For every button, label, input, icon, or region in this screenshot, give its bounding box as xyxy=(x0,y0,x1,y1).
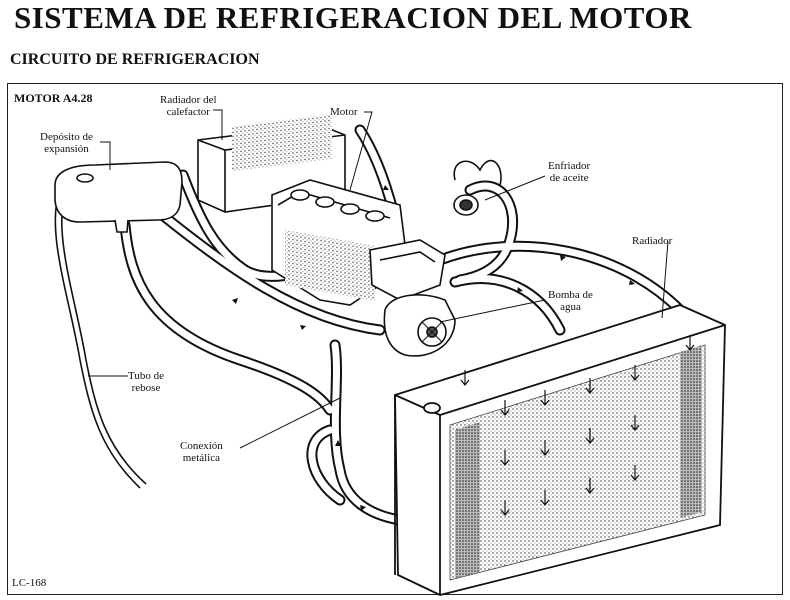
label-water-pump: Bomba de agua xyxy=(548,289,593,313)
label-oil-cooler-line2: de aceite xyxy=(549,172,589,184)
expansion-tank xyxy=(54,161,183,233)
label-metal-connection-line1: Conexión xyxy=(180,440,223,452)
label-metal-connection-line2: metálica xyxy=(182,452,221,464)
engine-block xyxy=(271,179,446,306)
figure-code: LC-168 xyxy=(12,577,47,589)
label-water-pump-line1: Bomba de xyxy=(548,289,593,301)
oil-cooler xyxy=(453,159,502,216)
label-heater-radiator-line1: Radiador del xyxy=(160,94,217,106)
page-subtitle: CIRCUITO DE REFRIGERACION xyxy=(10,51,260,68)
radiator-flow-arrows xyxy=(460,335,695,516)
label-oil-cooler: Enfriador de aceite xyxy=(548,160,590,184)
engine-model-label: MOTOR A4.28 xyxy=(14,91,93,105)
label-expansion-tank-line2: expansión xyxy=(44,143,89,155)
label-engine: Motor xyxy=(330,106,358,118)
leader-lines xyxy=(88,109,669,449)
diagram-frame xyxy=(7,83,783,595)
label-heater-radiator: Radiador del calefactor xyxy=(160,94,217,118)
label-water-pump-line2: agua xyxy=(560,301,581,313)
page-title: SISTEMA DE REFRIGERACION DEL MOTOR xyxy=(14,0,692,35)
water-pump xyxy=(383,294,456,357)
main-radiator xyxy=(394,304,726,596)
label-expansion-tank-line1: Depósito de xyxy=(40,131,93,143)
overflow-tube xyxy=(54,189,147,489)
label-metal-connection: Conexión metálica xyxy=(180,440,223,464)
label-overflow-tube-line2: rebose xyxy=(131,382,161,394)
label-oil-cooler-line1: Enfriador xyxy=(548,160,591,172)
flow-arrows xyxy=(232,185,635,511)
label-heater-radiator-line2: calefactor xyxy=(166,106,210,118)
label-overflow-tube-line1: Tubo de xyxy=(128,370,164,382)
label-expansion-tank: Depósito de expansión xyxy=(40,131,93,155)
label-overflow-tube: Tubo de rebose xyxy=(128,370,164,394)
label-radiator: Radiador xyxy=(632,235,673,247)
